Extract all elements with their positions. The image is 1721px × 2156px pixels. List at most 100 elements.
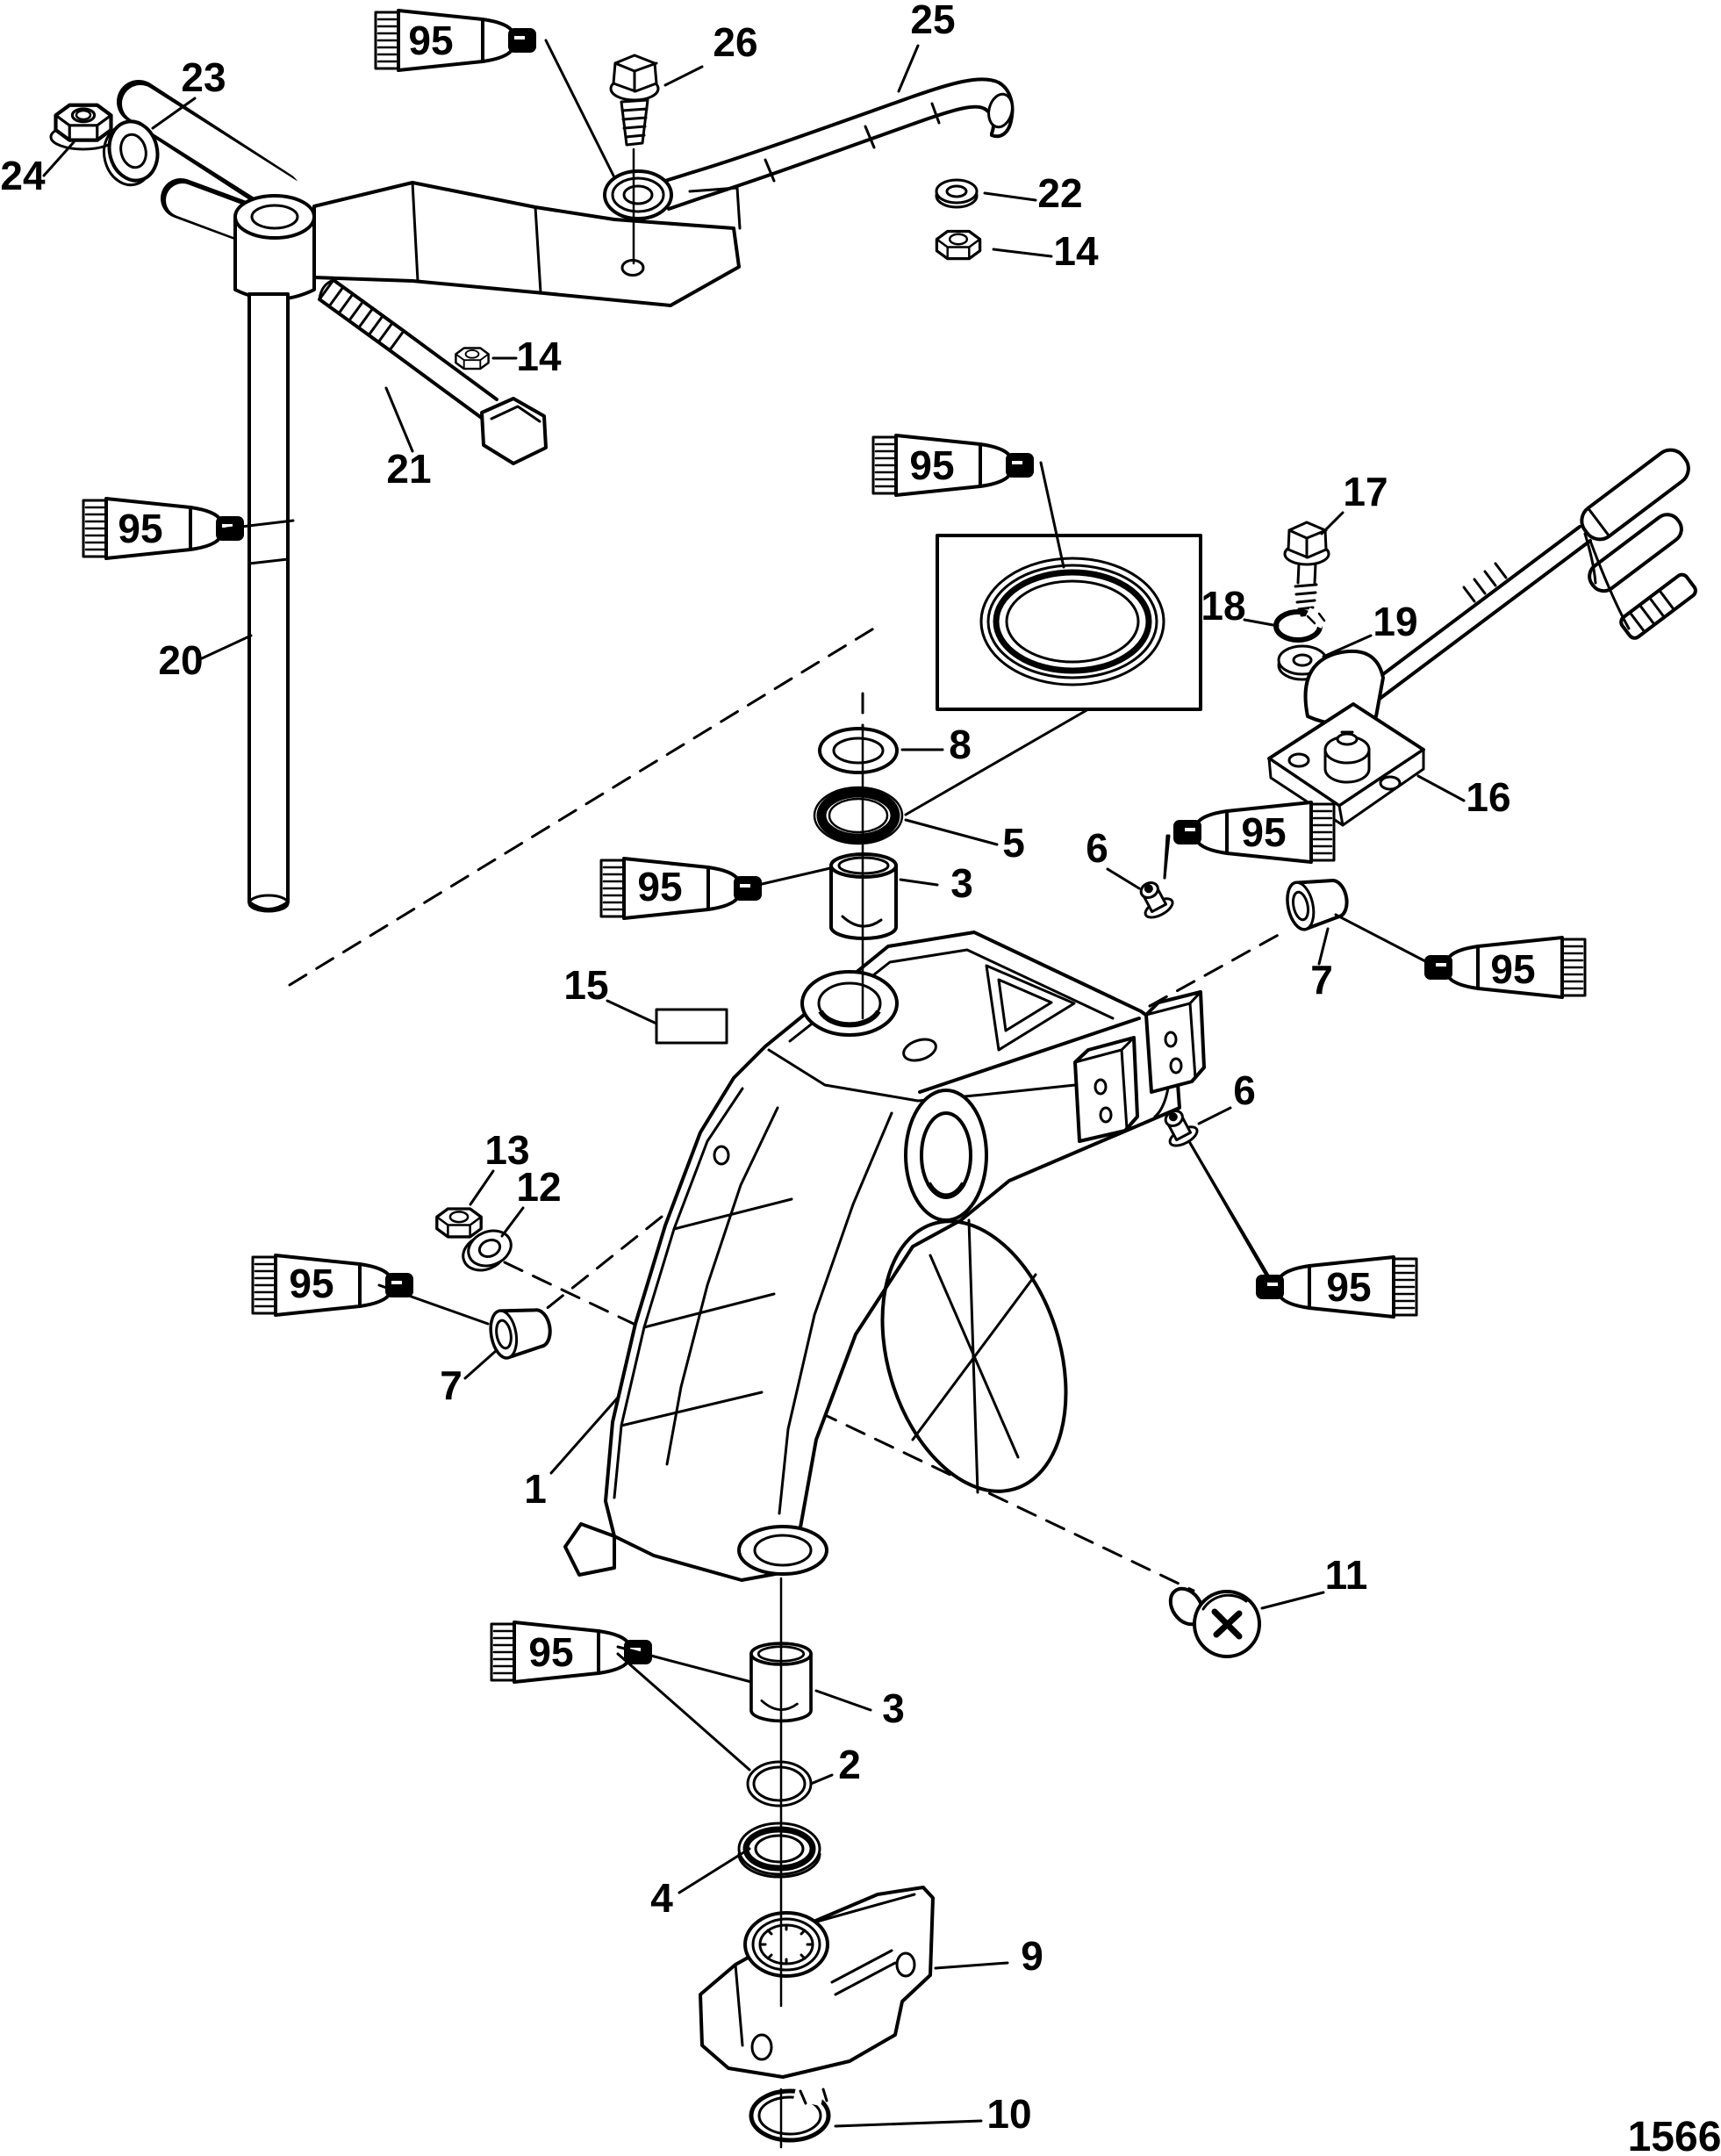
steering-arm-assembly [117,80,742,307]
callout-22-leader [983,191,1037,202]
callout-95-t2-label: 95 [118,506,162,551]
callout-14-mid-label: 14 [516,334,562,379]
callout-23-label: 23 [181,54,226,100]
callout-16-label: 16 [1466,774,1510,820]
callout-4-leader [678,1847,751,1894]
pivot-shaft-20 [247,292,290,913]
callout-20-leader [200,634,253,660]
callout-15-label: 15 [563,962,608,1008]
decal-15 [655,1008,728,1045]
callout-20-label: 20 [158,637,203,683]
callout-4-label: 4 [650,1875,673,1921]
steering-arm-9 [699,1886,935,2079]
callout-11-leader [1260,1591,1325,1610]
steering-sensor-16 [1267,448,1697,827]
callout-1-label: 1 [524,1466,547,1512]
callout-2-label: 2 [838,1742,861,1787]
nut-14-mid [455,347,490,370]
callout-6-upper-leader [1106,867,1141,890]
lube-tube-95 [82,497,245,560]
swivel-bracket-1 [563,931,1206,1582]
washer-12 [462,1229,513,1272]
callout-7-right-leader [1317,927,1330,966]
callout-95-t9-leader [616,1652,751,1772]
callout-11-label: 11 [1325,1552,1368,1598]
callout-95-t7-label: 95 [289,1261,333,1306]
callout-5-leader [904,818,999,846]
washer-23 [103,119,160,187]
callout-19-label: 19 [1373,599,1417,644]
callout-22-label: 22 [1037,170,1082,216]
callout-26-label: 26 [713,19,757,65]
retaining-ring-10 [749,2079,831,2143]
callout-95-t8-label: 95 [1326,1264,1371,1310]
callout-95-t4-label: 95 [637,864,682,909]
callout-18-leader [1243,618,1280,628]
lube-tube-95 [374,9,537,72]
callout-95-t9-label: 95 [528,1629,573,1675]
callout-95-t5-label: 95 [1241,809,1286,855]
callout-95-t1-label: 95 [408,18,453,63]
callout-13-label: 13 [484,1127,529,1173]
o-ring-5 [813,786,904,845]
bolt-26 [609,54,660,265]
callout-13-leader [469,1169,495,1206]
callout-3-lower-label: 3 [882,1685,905,1731]
seal-ring-4 [737,1822,821,1879]
lock-washer-18 [1273,607,1328,643]
callout-95-t5-leader [1163,834,1171,880]
callout-15-leader [606,999,658,1025]
o-ring-2 [746,1760,813,1807]
callout-9-label: 9 [1021,1933,1043,1979]
nut-13 [435,1207,483,1239]
callout-12-label: 12 [516,1164,561,1210]
seal-detail-box [904,534,1202,816]
callout-7-left-leader [463,1348,498,1380]
washer-22 [935,178,979,209]
callout-95-t8-leader [1188,1141,1271,1282]
callout-95-t1-leader [544,39,616,179]
callout-10-leader [834,2119,983,2128]
callout-3-upper-leader [899,878,939,887]
bolt-17 [1283,521,1330,617]
callout-6-upper-label: 6 [1086,825,1108,871]
callout-9-leader [934,1961,1009,1970]
callout-14-top-leader [992,248,1053,258]
grease-fitting-6-upper [1131,875,1177,923]
callout-21-label: 21 [386,446,431,492]
callout-19-leader [1322,634,1373,658]
callout-16-leader [1416,774,1466,802]
callout-95-t6-label: 95 [1490,946,1535,992]
callout-95-t7-leader [377,1283,490,1326]
callout-95-t2-leader [225,519,295,530]
bolt-21 [318,278,548,465]
link-rod-25 [603,77,1015,220]
callout-5-label: 5 [1002,820,1025,866]
callout-12-leader [500,1206,525,1238]
callout-23-leader [151,97,197,130]
callout-1-leader [549,1396,620,1475]
callout-18-label: 18 [1201,583,1245,629]
callout-2-leader [809,1773,834,1786]
callout-17-label: 17 [1343,469,1388,514]
page-number: 1566 [1628,2114,1721,2156]
bushing-7-left [485,1301,556,1362]
callout-21-leader [384,386,414,453]
callout-26-leader [663,65,704,87]
callout-25-label: 25 [910,0,955,42]
callout-10-label: 10 [986,2091,1031,2137]
callout-95-t6-leader [1334,913,1429,964]
callout-17-leader [1320,511,1345,535]
nut-14-top [935,229,982,261]
callout-95-t3-label: 95 [909,442,954,488]
screw-11 [1168,1586,1261,1658]
callout-95-t3-leader [1039,461,1065,569]
washer-8 [818,727,899,774]
callout-95-t4-leader [757,866,832,887]
callout-6-lower-label: 6 [1233,1067,1256,1113]
callout-24-label: 24 [0,153,46,198]
callout-3-upper-label: 3 [950,860,973,906]
callout-24-leader [42,140,75,177]
